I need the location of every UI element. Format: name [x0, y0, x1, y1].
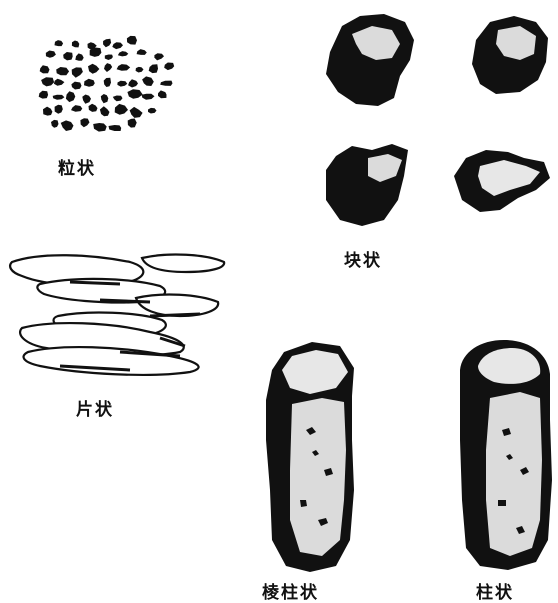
block-clod-3 — [326, 144, 408, 226]
granule-crumb — [82, 95, 91, 104]
granule-crumb — [55, 105, 63, 114]
granule-crumb — [109, 125, 122, 131]
granule-crumb — [127, 89, 142, 99]
granule-crumb — [115, 104, 128, 115]
granule-crumb — [41, 77, 54, 86]
prismatic-structure-illustration — [266, 342, 354, 572]
granule-crumb — [160, 81, 172, 86]
granule-crumb — [72, 41, 79, 48]
granule-crumb — [142, 76, 154, 86]
granule-crumb — [136, 67, 144, 73]
plate-2 — [142, 255, 224, 272]
granule-crumb — [154, 53, 164, 60]
granule-crumb — [105, 55, 113, 61]
granule-crumb — [137, 49, 147, 55]
granule-crumb — [56, 67, 69, 75]
label-granular: 粒状 — [58, 154, 96, 179]
granule-crumb — [164, 63, 174, 71]
granule-crumb — [117, 81, 127, 87]
granule-crumb — [84, 79, 95, 87]
granule-crumb — [113, 96, 123, 102]
granule-crumb — [100, 106, 110, 116]
granule-crumb — [130, 107, 143, 118]
granule-crumb — [61, 120, 74, 131]
granule-crumb — [158, 90, 167, 98]
granule-crumb — [142, 94, 155, 100]
granule-crumb — [104, 78, 111, 87]
plate-4 — [136, 295, 218, 316]
granule-crumb — [118, 51, 128, 56]
granule-crumb — [39, 91, 48, 99]
blocky-structure-illustration — [326, 14, 550, 226]
granule-crumb — [43, 107, 52, 116]
granule-crumb — [40, 65, 50, 73]
granule-crumb — [104, 63, 112, 72]
platy-structure-illustration — [10, 255, 224, 375]
granule-crumb — [53, 95, 65, 100]
granular-structure-illustration — [39, 36, 175, 132]
granule-crumb — [127, 36, 137, 45]
granule-crumb — [80, 118, 89, 127]
granule-crumb — [112, 42, 123, 49]
granule-crumb — [71, 82, 81, 90]
granule-crumb — [51, 120, 59, 128]
granule-crumb — [128, 79, 138, 87]
granule-crumb — [46, 51, 56, 58]
granule-crumb — [149, 64, 158, 73]
label-prismatic: 棱柱状 — [262, 578, 319, 603]
label-blocky: 块状 — [344, 246, 382, 271]
granule-crumb — [148, 108, 157, 114]
granule-crumb — [93, 123, 107, 132]
granule-crumb — [54, 79, 65, 86]
granule-crumb — [72, 67, 83, 77]
granule-crumb — [128, 119, 137, 128]
granule-crumb — [88, 64, 99, 74]
granule-crumb — [117, 64, 131, 71]
label-platy: 片状 — [76, 395, 114, 420]
granule-crumb — [101, 94, 109, 103]
granule-crumb — [71, 105, 82, 112]
prism-side-face — [290, 398, 346, 556]
column-side-face — [486, 392, 542, 556]
granule-crumb — [89, 104, 98, 112]
granule-crumb — [63, 52, 72, 60]
columnar-structure-illustration — [460, 340, 552, 570]
granule-crumb — [103, 39, 111, 48]
granule-crumb — [55, 40, 64, 46]
granule-crumb — [75, 53, 83, 60]
label-columnar: 柱状 — [476, 578, 514, 603]
granule-crumb — [66, 91, 75, 102]
